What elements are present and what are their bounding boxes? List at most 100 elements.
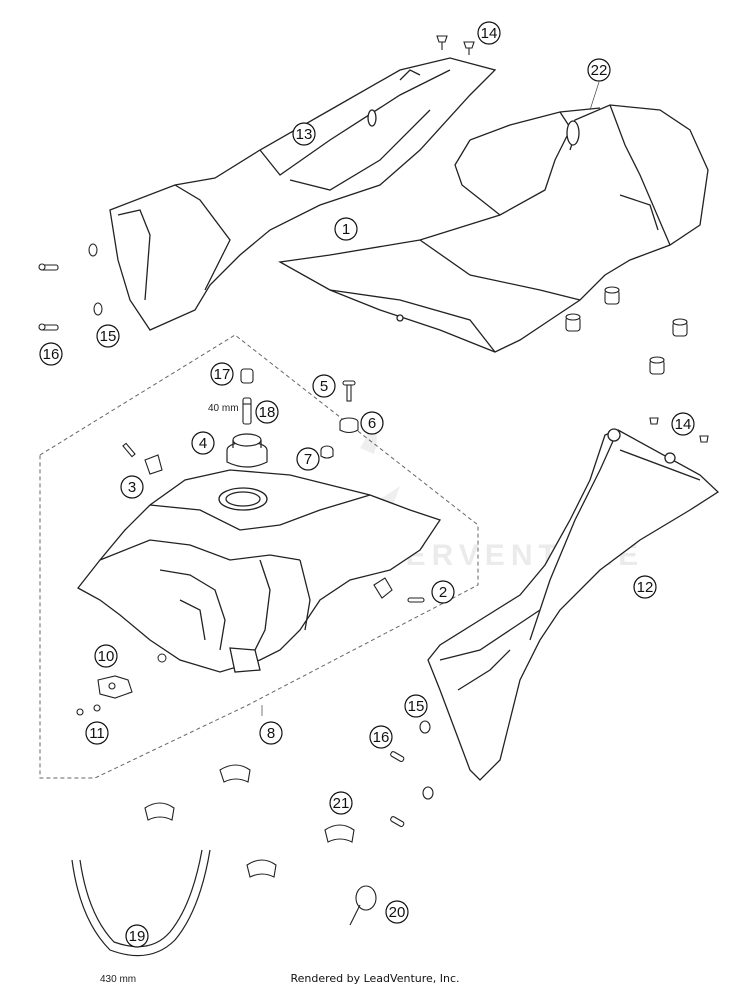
callout-6: 6 — [360, 411, 384, 435]
callout-number: 21 — [333, 795, 350, 812]
callout-number: 1 — [342, 221, 350, 238]
callout-circle — [671, 412, 695, 436]
callout-number: 4 — [199, 435, 207, 452]
part-7-bushing — [320, 445, 334, 459]
part-10-connector — [97, 675, 133, 699]
callout-circle — [96, 324, 120, 348]
callout-7: 7 — [296, 447, 320, 471]
part-5-screw — [342, 380, 356, 402]
part-18-valve — [242, 397, 252, 425]
callout-number: 12 — [637, 579, 654, 596]
part-15-washers-right — [419, 720, 434, 800]
callout-circle — [404, 694, 428, 718]
callout-number: 16 — [43, 346, 60, 363]
callout-circle — [296, 447, 320, 471]
callout-number: 18 — [259, 404, 276, 421]
callout-number: 13 — [296, 126, 313, 143]
callout-16b: 16 — [369, 725, 393, 749]
part-11-screws — [76, 704, 101, 716]
callout-number: 11 — [89, 725, 105, 742]
callout-number: 5 — [320, 378, 328, 395]
callout-number: 8 — [267, 725, 275, 742]
part-14-screws-top — [436, 35, 475, 55]
callout-1: 1 — [334, 217, 358, 241]
callout-circle — [94, 644, 118, 668]
callout-number: 16 — [373, 729, 390, 746]
callout-13: 13 — [292, 122, 316, 146]
part-1-seat — [277, 104, 709, 353]
callout-circle — [360, 411, 384, 435]
callout-11: 11 — [85, 721, 109, 745]
callout-circle — [477, 21, 501, 45]
part-2-bracket — [373, 577, 425, 603]
callout-circle — [255, 400, 279, 424]
part-20-cable-tie — [349, 885, 377, 926]
part-21-hose-clamps — [144, 764, 355, 878]
part-14-screws-right — [649, 417, 709, 443]
callout-4: 4 — [191, 431, 215, 455]
part-16-screws-left — [38, 263, 59, 331]
dimension-hose-length: 430 mm — [100, 974, 136, 985]
part-12-right-spoiler — [427, 428, 720, 781]
callout-circle — [210, 362, 234, 386]
callout-3: 3 — [120, 475, 144, 499]
callout-2: 2 — [431, 580, 455, 604]
callout-circle — [334, 217, 358, 241]
callout-5: 5 — [312, 374, 336, 398]
callout-circle — [587, 58, 611, 82]
callout-circle — [85, 721, 109, 745]
leader-lines — [261, 81, 600, 716]
seat-buffers — [565, 286, 688, 375]
callout-circle — [125, 924, 149, 948]
callout-circle — [120, 475, 144, 499]
callout-number: 10 — [98, 648, 115, 665]
callout-12: 12 — [633, 575, 657, 599]
part-8-fuel-tank — [77, 469, 442, 673]
callout-circle — [431, 580, 455, 604]
callout-circle — [312, 374, 336, 398]
callout-number: 17 — [214, 366, 231, 383]
callout-number: 15 — [100, 328, 117, 345]
callout-21: 21 — [329, 791, 353, 815]
part-4-filler-cap — [226, 433, 268, 468]
callout-number: 14 — [675, 416, 692, 433]
callout-15a: 15 — [96, 324, 120, 348]
footer-credit: Rendered by LeadVenture, Inc. — [290, 972, 460, 985]
callout-circle — [191, 431, 215, 455]
callout-22: 22 — [587, 58, 611, 82]
callout-number: 2 — [439, 584, 447, 601]
part-16-screws-right — [390, 751, 405, 828]
callout-number: 6 — [368, 415, 376, 432]
callout-16a: 16 — [39, 342, 63, 366]
callout-circle — [633, 575, 657, 599]
callout-18: 18 — [255, 400, 279, 424]
part-15-washers-left — [88, 243, 103, 316]
part-6-grommet — [339, 417, 359, 434]
callout-circle — [292, 122, 316, 146]
part-13-left-spoiler — [109, 57, 497, 331]
tank-group-outline — [39, 334, 479, 779]
callout-number: 3 — [128, 479, 136, 496]
dimension-valve-length: 40 mm — [208, 403, 239, 414]
callout-number: 20 — [389, 904, 406, 921]
callout-14b: 14 — [671, 412, 695, 436]
callout-15b: 15 — [404, 694, 428, 718]
o-ring — [157, 653, 167, 663]
callout-number: 15 — [408, 698, 425, 715]
callout-circle — [259, 721, 283, 745]
callout-8: 8 — [259, 721, 283, 745]
callout-number: 7 — [304, 451, 312, 468]
callout-number: 14 — [481, 25, 498, 42]
callout-circle — [39, 342, 63, 366]
callout-14a: 14 — [477, 21, 501, 45]
callout-number: 22 — [591, 62, 608, 79]
callout-10: 10 — [94, 644, 118, 668]
callout-17: 17 — [210, 362, 234, 386]
callout-number: 19 — [129, 928, 146, 945]
part-3-clamp — [122, 442, 163, 475]
callout-20: 20 — [385, 900, 409, 924]
callout-circle — [329, 791, 353, 815]
callout-circle — [385, 900, 409, 924]
